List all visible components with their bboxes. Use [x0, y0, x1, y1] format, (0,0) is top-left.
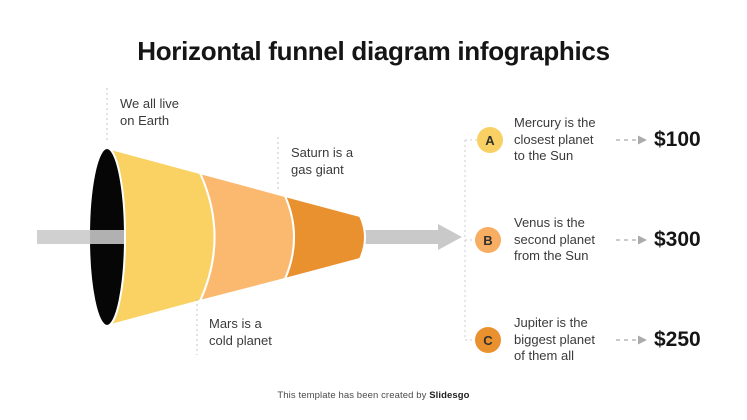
- funnel-segment-3: [283, 194, 366, 281]
- item-badge-c: C: [475, 327, 501, 353]
- stage-label-earth: We all live on Earth: [120, 96, 180, 128]
- footer-credit: This template has been created by Slides…: [0, 390, 747, 401]
- item-badge-a: A: [477, 127, 503, 153]
- footer-brand: Slidesgo: [429, 390, 470, 401]
- item-text-b: Venus is the second planet from the Sun: [514, 215, 595, 263]
- price-arrow-c: [616, 335, 647, 345]
- main-arrow-left: [37, 230, 124, 244]
- price-arrow-a: [616, 135, 647, 145]
- price-arrow-b: [616, 235, 647, 245]
- item-value-c: $250: [654, 328, 701, 351]
- stage-label-saturn: Saturn is a gas giant: [291, 145, 354, 177]
- main-arrow-right: [358, 224, 462, 250]
- stage-label-mars: Mars is a cold planet: [209, 316, 272, 348]
- item-text-c: Jupiter is the biggest planet of them al…: [514, 315, 595, 363]
- item-badge-b: B: [475, 227, 501, 253]
- page-title: Horizontal funnel diagram infographics: [137, 36, 610, 66]
- item-value-a: $100: [654, 128, 701, 151]
- item-text-a: Mercury is the closest planet to the Sun: [514, 115, 596, 163]
- item-value-b: $300: [654, 228, 701, 251]
- footer-credit-text: This template has been created by: [277, 390, 430, 401]
